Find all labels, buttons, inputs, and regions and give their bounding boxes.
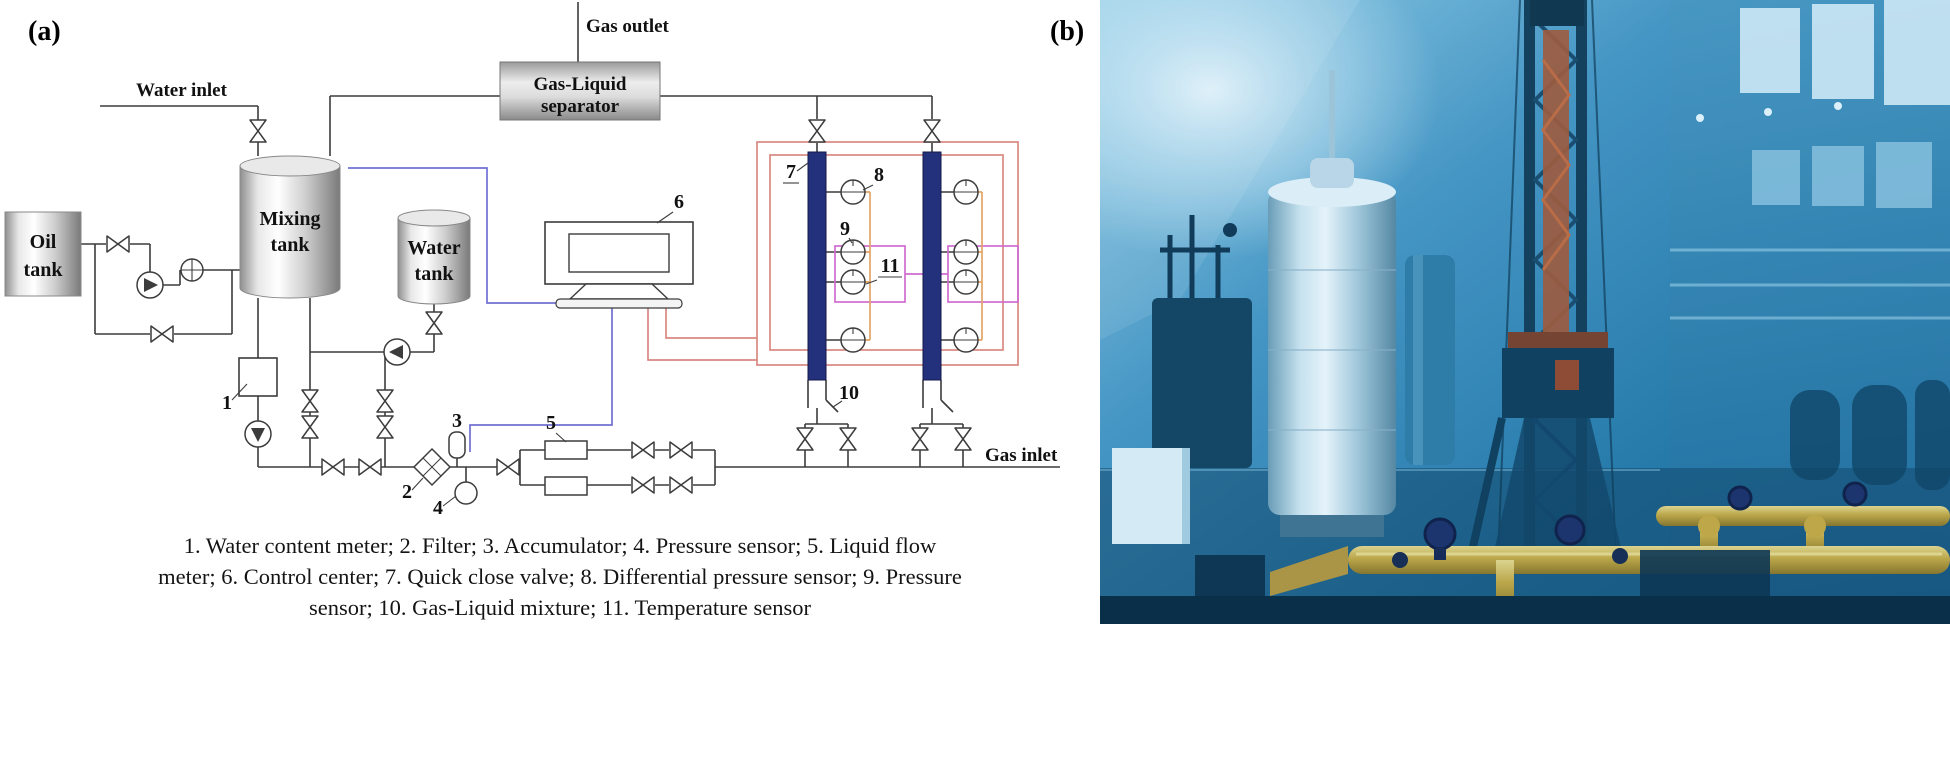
valve-handwheel-icons [1392, 481, 1868, 568]
pipework-lines [81, 2, 1060, 486]
valve-icon [301, 389, 319, 413]
figure-caption: 1. Water content meter; 2. Filter; 3. Ac… [40, 530, 1080, 623]
component-label-11: 11 [881, 255, 900, 277]
light-ray [1100, 0, 1360, 340]
valve-icon [301, 415, 319, 439]
gas-outlet-label: Gas outlet [586, 16, 670, 37]
water-content-meter [238, 357, 278, 397]
gas-liquid-separator: Gas-Liquid separator [499, 61, 661, 121]
accumulator-icon [448, 431, 466, 459]
differential-pressure-sensor-icon [953, 179, 979, 205]
valve-icon [796, 427, 814, 451]
quick-close-valve-column-left [807, 151, 827, 381]
mixing-tank-label-line1: Mixing [259, 208, 320, 230]
component-label-1: 1 [222, 392, 232, 414]
component-label-6: 6 [674, 191, 684, 213]
pump-icon [383, 338, 411, 366]
oil-tank: Oil tank [4, 211, 82, 297]
component-label-8: 8 [874, 164, 884, 186]
blue-column-highlight [1413, 255, 1423, 465]
water-tank-label-line2: tank [415, 263, 455, 285]
valve-icon [425, 311, 443, 335]
temperature-sensor-icon [953, 269, 979, 295]
cyan-tint-overlay [1100, 0, 1950, 624]
facility-photo [1100, 0, 1950, 624]
control-center [544, 221, 694, 309]
valve-icon [923, 119, 941, 143]
valve-icon [321, 458, 345, 476]
differential-pressure-sensor-icon [840, 179, 866, 205]
oil-tank-label-line1: Oil [30, 231, 57, 253]
valve-icon [954, 427, 972, 451]
separator-label-line1: Gas-Liquid [534, 74, 627, 95]
foreground-equipment [1100, 550, 1950, 624]
valve-icon [496, 458, 520, 476]
mixing-tank-label-line2: tank [271, 234, 311, 256]
left-dark-tank [1152, 215, 1252, 468]
panel-a-label: (a) [28, 16, 61, 47]
valve-icon [669, 441, 693, 459]
valve-icon [376, 415, 394, 439]
drilling-rig [1466, 0, 1624, 561]
temperature-sensor-icon [840, 269, 866, 295]
pump-icon [136, 271, 164, 299]
panel-b-label: (b) [1050, 16, 1085, 47]
pressure-sensor-icon [454, 481, 478, 505]
caption-line-3: sensor; 10. Gas-Liquid mixture; 11. Temp… [308, 595, 812, 620]
caption-line-1: 1. Water content meter; 2. Filter; 3. Ac… [183, 533, 937, 558]
silver-tank [1268, 70, 1396, 537]
liquid-flow-meter [544, 440, 588, 496]
quick-close-valve-column-right [922, 151, 942, 381]
valve-icon [631, 441, 655, 459]
pressure-sensor-icon [840, 327, 866, 353]
water-tank-label-line1: Water [407, 237, 460, 259]
valve-icon [631, 476, 655, 494]
valve-icon [150, 325, 174, 343]
component-label-9: 9 [840, 218, 850, 240]
water-tank: Water tank [397, 209, 471, 305]
component-label-3: 3 [452, 410, 462, 432]
flow-meter-icon [180, 258, 204, 282]
white-cabinet [1112, 448, 1190, 544]
component-label-5: 5 [546, 412, 556, 434]
oil-tank-label-line2: tank [24, 259, 64, 281]
orange-wiring [865, 191, 983, 341]
component-label-4: 4 [433, 497, 443, 519]
water-inlet-label: Water inlet [136, 80, 228, 101]
pressure-sensor-icon [953, 327, 979, 353]
mixing-tank: Mixing tank [239, 155, 341, 299]
valve-icon [358, 458, 382, 476]
pressure-sensor-icon [840, 239, 866, 265]
pump-icon [244, 420, 272, 448]
schematic-diagram: Gas-Liquid separator Mixing tank Oil tan… [0, 0, 1090, 520]
valve-icon [669, 476, 693, 494]
valve-icon [249, 119, 267, 143]
valve-icon [376, 389, 394, 413]
caption-line-2: meter; 6. Control center; 7. Quick close… [158, 564, 962, 589]
gas-inlet-label: Gas inlet [985, 445, 1058, 466]
valve-icon [808, 119, 826, 143]
component-label-2: 2 [402, 481, 412, 503]
valve-icon [106, 235, 130, 253]
pressure-sensor-icon [953, 239, 979, 265]
filter-icon [413, 448, 451, 486]
component-label-7: 7 [786, 161, 796, 183]
valve-icon [911, 427, 929, 451]
number-leader-lines [231, 162, 902, 507]
valve-icon [839, 427, 857, 451]
blue-wiring [348, 167, 613, 452]
component-label-10: 10 [839, 382, 859, 404]
separator-label-line2: separator [541, 96, 620, 117]
